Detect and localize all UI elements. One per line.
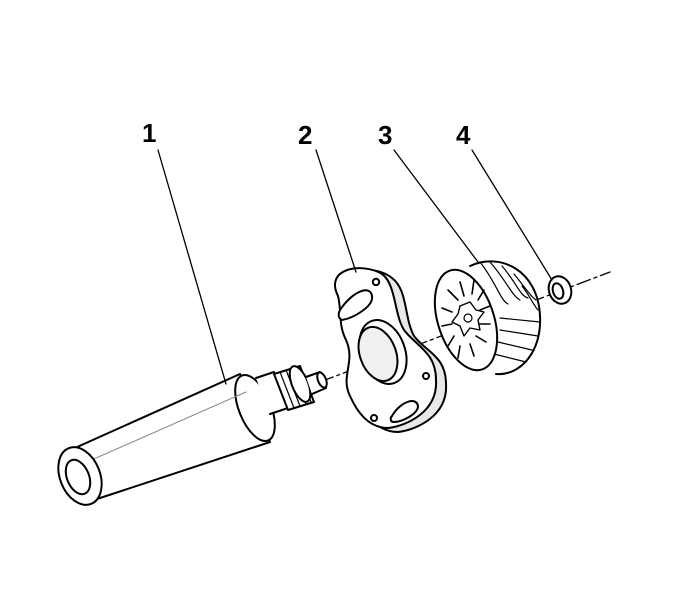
leader-line-3 <box>394 150 478 262</box>
gear-rotor <box>423 261 540 378</box>
leader-line-1 <box>158 150 226 384</box>
retaining-ring <box>545 273 575 306</box>
mounting-plate <box>335 268 446 432</box>
callout-label-4: 4 <box>456 120 471 150</box>
shaft-tool <box>50 363 328 511</box>
leader-line-4 <box>472 150 552 280</box>
callout-label-2: 2 <box>298 120 313 150</box>
callout-label-3: 3 <box>378 120 393 150</box>
callout-label-1: 1 <box>142 118 157 148</box>
leader-line-2 <box>316 150 356 272</box>
